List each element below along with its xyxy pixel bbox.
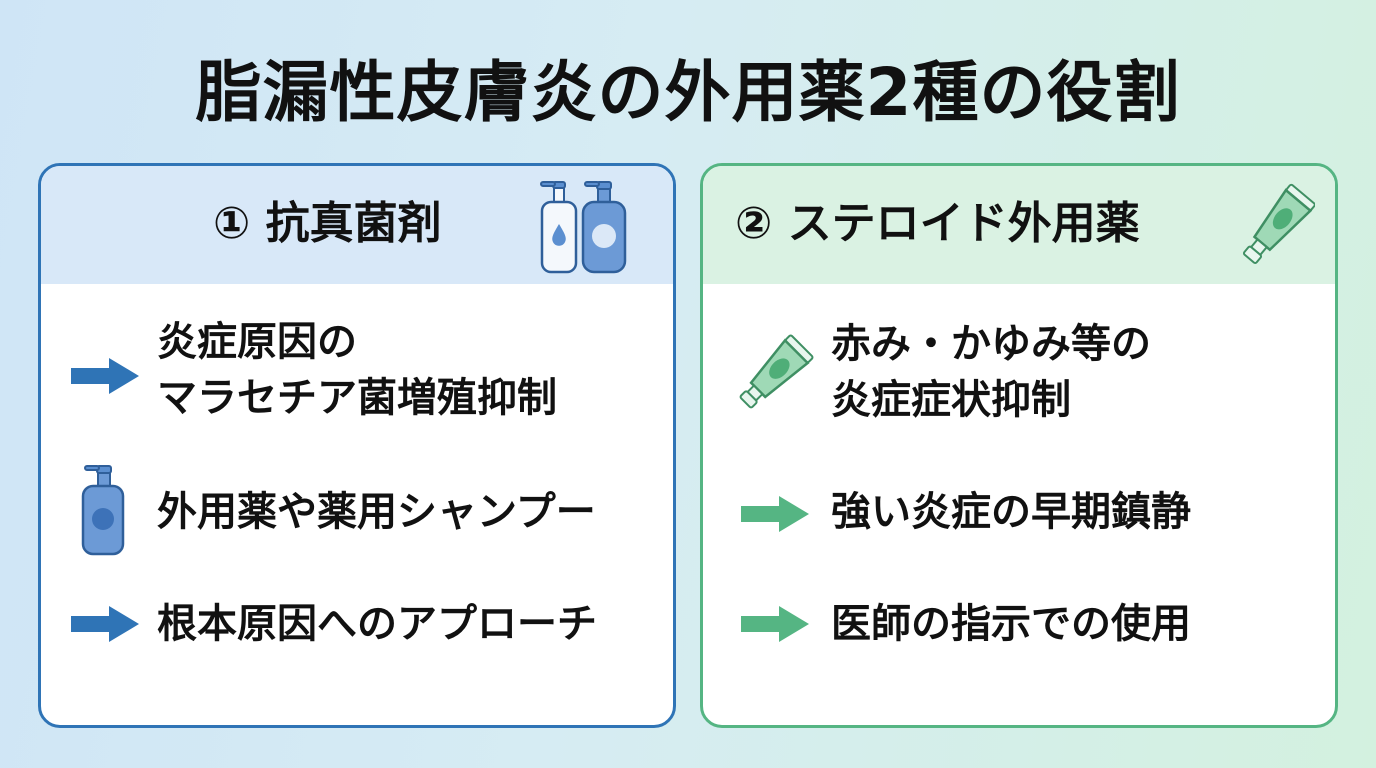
antifungal-panel: ① 抗真菌剤 炎症原因の マラセチア菌増殖抑制 外用薬や薬用シャンプー	[38, 163, 676, 728]
antifungal-panel-header: ① 抗真菌剤	[41, 166, 673, 284]
steroid-item-3-text: 医師の指示での使用	[831, 601, 1191, 647]
steroid-item-1-line-1: 赤み・かゆみ等の	[831, 321, 1151, 367]
steroid-item-1-line-2: 炎症症状抑制	[831, 377, 1071, 423]
antifungal-item-1-line-2: マラセチア菌増殖抑制	[157, 375, 557, 421]
arrow-right-icon	[71, 358, 139, 394]
antifungal-item-2-text: 外用薬や薬用シャンプー	[157, 489, 596, 535]
shampoo-bottles-icon	[540, 181, 627, 274]
arrow-right-icon	[741, 496, 809, 532]
ointment-tube-icon	[1242, 183, 1315, 264]
pump-bottle-icon	[81, 465, 125, 556]
antifungal-item-1-line-1: 炎症原因の	[157, 319, 357, 365]
steroid-panel: ② ステロイド外用薬 赤み・かゆみ等の 炎症症状抑制 強い炎症の早期鎮静	[700, 163, 1338, 728]
steroid-panel-title: ② ステロイド外用薬	[735, 198, 1140, 249]
antifungal-item-3-text: 根本原因へのアプローチ	[157, 601, 597, 647]
ointment-tube-icon	[739, 334, 814, 409]
arrow-right-icon	[741, 606, 809, 642]
page-title: 脂漏性皮膚炎の外用薬2種の役割	[195, 54, 1181, 131]
steroid-item-2-text: 強い炎症の早期鎮静	[831, 489, 1191, 535]
arrow-right-icon	[71, 606, 139, 642]
antifungal-panel-title: ① 抗真菌剤	[213, 198, 442, 249]
steroid-panel-header: ② ステロイド外用薬	[703, 166, 1335, 284]
